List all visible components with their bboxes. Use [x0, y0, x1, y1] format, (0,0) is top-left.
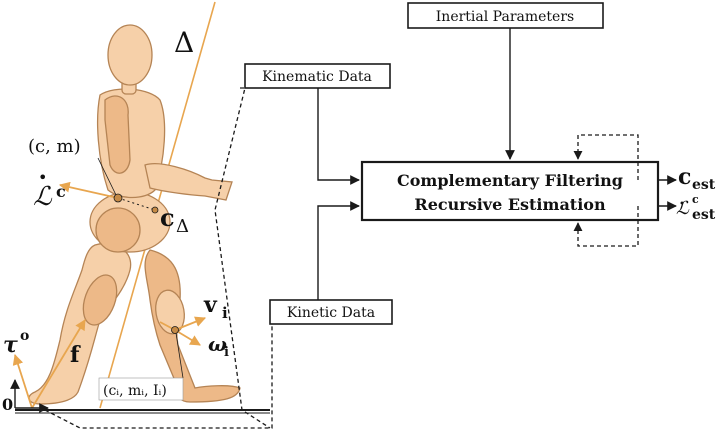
l-est-output: • ℒ c est	[676, 193, 716, 223]
kinematic-data-box	[244, 63, 391, 89]
estimator-line1: Complementary Filtering	[397, 171, 623, 190]
omega-base: ω	[208, 332, 227, 356]
torque-base: τ	[3, 332, 18, 358]
l-est-sup: c	[692, 193, 699, 206]
c-delta-label: c Δ	[160, 203, 189, 237]
zoom-outline-bottom	[44, 320, 273, 429]
feedback-loop-bottom	[573, 206, 639, 247]
ang-mom-dot: •	[38, 168, 47, 187]
hip	[95, 207, 141, 253]
com-projection-line	[117, 197, 156, 211]
c-est-output: c est	[678, 164, 716, 193]
front-knee	[82, 274, 118, 326]
torque-arrow	[12, 353, 33, 409]
omega-sub: i	[224, 345, 229, 360]
inertial-parameters-box	[407, 2, 604, 29]
estimator-line2: Recursive Estimation	[414, 195, 606, 214]
c-est-sub: est	[692, 177, 716, 193]
feedback-loop-top	[573, 134, 639, 180]
force-arrow	[31, 319, 86, 409]
c-delta-sub: Δ	[176, 216, 189, 237]
com-leader-line	[97, 157, 117, 196]
inertial-parameters-label: Inertial Parameters	[436, 9, 574, 25]
c-est-base: c	[678, 164, 691, 190]
estimator-box	[360, 160, 660, 222]
ang-mom-symbol: ℒ	[33, 182, 53, 212]
front-arm	[144, 163, 233, 201]
kinetic-data-label: Kinetic Data	[287, 305, 375, 321]
kinematic-to-estimator-arrow	[317, 88, 360, 185]
l-est-sub: est	[692, 207, 716, 223]
torque-sup: o	[20, 328, 29, 344]
ang-mom-sup: c	[56, 182, 66, 201]
delta-label: Δ	[174, 26, 194, 59]
velocity-base: v	[203, 292, 218, 318]
origin-label: 0	[2, 395, 13, 414]
kinematic-data-label: Kinematic Data	[262, 69, 372, 85]
kinetic-to-estimator-arrow	[317, 201, 360, 300]
l-est-dot: •	[679, 199, 685, 210]
force-label: f	[70, 342, 81, 368]
segment-label: (cᵢ, mᵢ, Iᵢ)	[103, 383, 167, 399]
c-delta-base: c	[160, 203, 175, 232]
omega-label: ω i	[208, 332, 229, 360]
human-figure	[10, 1, 273, 429]
segment-com-marker	[171, 326, 179, 334]
com-marker	[113, 193, 123, 203]
com-label: (c, m)	[28, 136, 81, 157]
velocity-arrow	[174, 316, 207, 331]
c-delta-marker	[151, 206, 159, 214]
block-diagram: Inertial Parameters Kinematic Data Kinet…	[244, 2, 677, 325]
segment-label-box	[98, 377, 184, 401]
segment-leader-line	[175, 332, 184, 379]
kinetic-data-box	[269, 299, 393, 325]
angular-momentum-arrow	[58, 181, 119, 199]
l-est-base: ℒ	[676, 198, 690, 219]
velocity-sub: i	[222, 304, 228, 322]
omega-arrow	[174, 329, 201, 346]
head	[107, 24, 153, 86]
angular-momentum-label: ℒ • c	[33, 168, 66, 212]
zoom-outline	[214, 87, 271, 429]
torque-label: τ o	[3, 328, 29, 358]
velocity-label: v i	[203, 292, 228, 322]
back-arm	[104, 95, 131, 174]
